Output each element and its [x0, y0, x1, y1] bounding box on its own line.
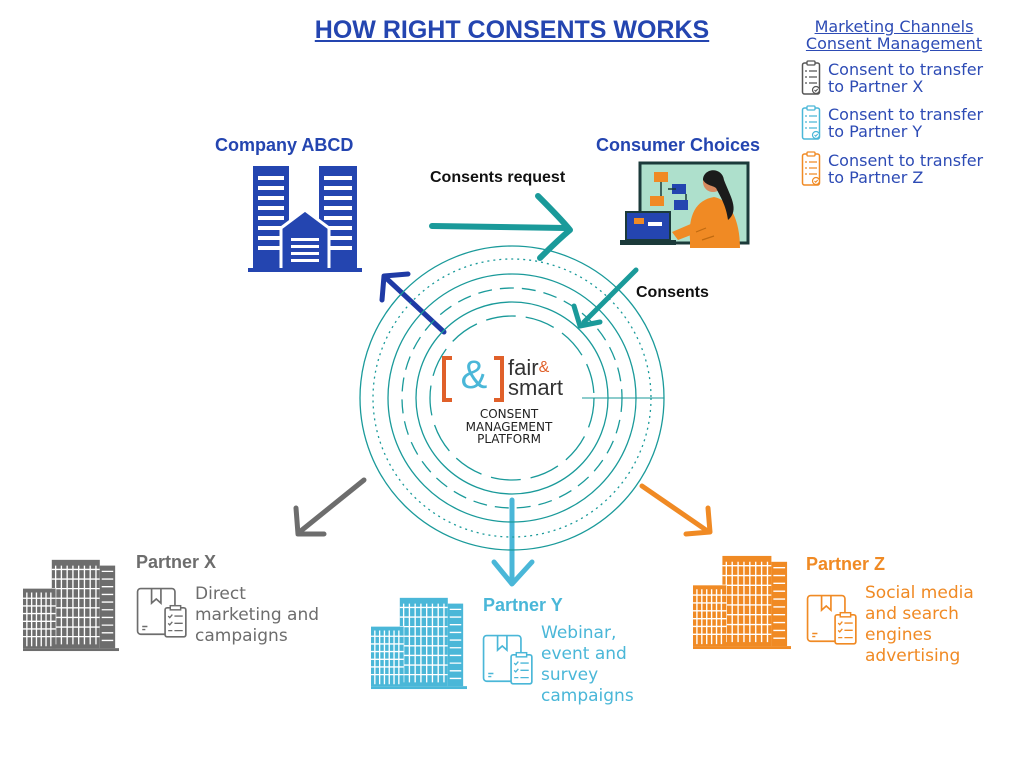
partner-x-document-icon — [136, 587, 187, 638]
legend-item-line1: Consent to transfer — [828, 151, 984, 170]
legend-title: Marketing Channels Consent Management — [796, 18, 992, 52]
legend-item-partner-z: Consent to transfer to Partner Z — [828, 152, 983, 186]
desc-line: survey — [541, 665, 599, 685]
legend-item-line2: to Partner Y — [828, 122, 923, 141]
logo-word-fair: fair — [508, 355, 539, 380]
partner-z-document-icon — [806, 594, 857, 645]
page-title: HOW RIGHT CONSENTS WORKS — [314, 16, 710, 44]
partner-y-building-icon — [370, 597, 468, 690]
platform-to-company-arrow — [379, 271, 447, 335]
platform-caption-line2: MANAGEMENT — [465, 419, 553, 434]
desc-line: Social media — [865, 583, 974, 603]
legend-clipboard-icon-y — [801, 105, 821, 140]
partner-x-name: Partner X — [136, 552, 217, 572]
partner-y-document-icon — [482, 634, 533, 685]
partner-y-description: Webinar, event and survey campaigns — [541, 623, 634, 707]
logo-small-amp: & — [538, 359, 550, 376]
platform-caption-line3: PLATFORM — [477, 432, 541, 446]
desc-line: campaigns — [541, 686, 634, 706]
platform-caption: CONSENT MANAGEMENT PLATFORM — [438, 408, 580, 446]
legend-item-partner-y: Consent to transfer to Partner Y — [828, 106, 983, 140]
arrow-to-partner-z — [639, 483, 713, 537]
consents-request-arrow — [429, 193, 573, 261]
legend-clipboard-icon-z — [801, 151, 821, 186]
legend-item-line2: to Partner X — [828, 77, 924, 96]
consents-arrow — [571, 267, 639, 329]
platform-caption-line1: CONSENT — [479, 407, 539, 421]
arrow-to-partner-x — [293, 477, 367, 537]
legend-title-line2: Consent Management — [805, 34, 983, 53]
desc-line: advertising — [865, 646, 961, 666]
desc-line: event and — [541, 644, 627, 664]
consents-request-label: Consents request — [430, 169, 566, 186]
legend-item-line1: Consent to transfer — [828, 105, 984, 124]
logo-word-smart: smart — [508, 375, 563, 400]
platform-circles — [359, 245, 665, 551]
arrow-to-partner-y — [491, 497, 535, 587]
legend-clipboard-icon-x — [801, 60, 821, 95]
desc-line: Webinar, — [541, 623, 617, 643]
logo-ampersand: & — [460, 353, 488, 397]
partner-z-building-icon — [692, 555, 792, 650]
desc-line: marketing and — [195, 605, 320, 625]
partner-x-description: Direct marketing and campaigns — [195, 584, 319, 647]
consumer-choices-label: Consumer Choices — [596, 135, 761, 155]
logo-wordmark: fair& smart — [508, 355, 563, 400]
consumer-choices-illustration — [620, 161, 750, 248]
desc-line: campaigns — [195, 626, 288, 646]
consents-label: Consents — [636, 284, 709, 301]
partner-x-building-icon — [22, 559, 120, 652]
legend-item-line1: Consent to transfer — [828, 60, 984, 79]
partner-y-name: Partner Y — [483, 595, 563, 615]
legend-item-line2: to Partner Z — [828, 168, 924, 187]
legend-item-partner-x: Consent to transfer to Partner X — [828, 61, 983, 95]
desc-line: Direct — [195, 584, 246, 604]
partner-z-name: Partner Z — [806, 554, 886, 574]
company-name: Company ABCD — [215, 135, 354, 155]
desc-line: and search — [865, 604, 959, 624]
company-building-icon — [248, 166, 362, 272]
partner-z-description: Social media and search engines advertis… — [865, 583, 974, 667]
desc-line: engines — [865, 625, 932, 645]
fair-smart-logo-icon — [442, 356, 504, 402]
legend-title-line1: Marketing Channels — [814, 17, 974, 36]
